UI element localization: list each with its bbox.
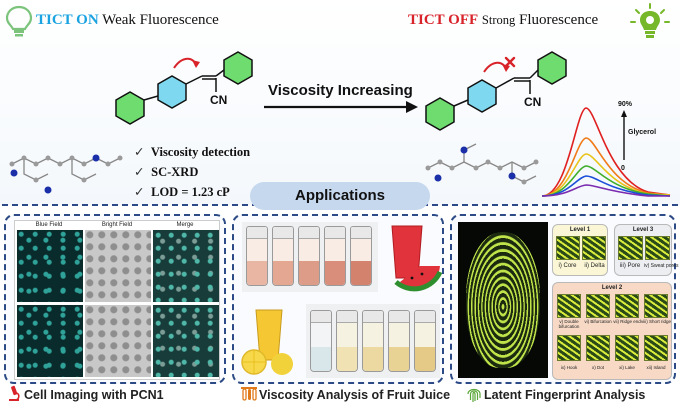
level3-box: Level 3 iii) Pore iv) Sweat pores [614,224,679,276]
bulb-on-icon [630,3,670,38]
bulb-off-icon [5,5,33,37]
vial [350,226,372,286]
col-header: Merge [176,222,194,228]
l1-item: i) Core [558,263,577,269]
cn-label-right: CN [524,95,541,109]
vial [310,310,332,372]
vial [246,226,268,286]
top-section [0,0,680,205]
l1-item: ii) Delta [584,263,605,269]
test-tubes-icon [241,387,257,401]
feature-item: ✓ SC-XRD [134,162,250,182]
feature-list: ✓ Viscosity detection ✓ SC-XRD ✓ LOD = 1… [134,142,250,202]
tict-on-state: TICT ON [36,12,99,28]
feature-item: ✓ Viscosity detection [134,142,250,162]
cell-imaging-grid: Blue Field Bright Field Merge [14,220,220,380]
vial [324,226,346,286]
cn-label-left: CN [210,93,227,107]
bright-field-image [85,305,151,377]
fingerprint-panel: Level 1 i) Core ii) Delta Level 3 iii) P… [450,214,679,384]
juice-caption: Viscosity Analysis of Fruit Juice [259,388,451,402]
juice-vials-bottom [306,304,440,378]
pcn1-molecule-off: CN [425,51,567,131]
l2-item: xii) Island [646,365,666,370]
l3-item: iii) Pore [619,263,641,269]
col-header: Bright Field [101,222,133,228]
ridge-sample [557,335,581,361]
blue-field-image [17,230,83,302]
l2-item: v) Double bifurcation [558,319,580,329]
juice-vials-top [242,222,378,292]
blue-field-image [17,305,83,377]
spectrum-series-label: Glycerol [628,129,656,136]
check-icon: ✓ [134,165,145,179]
level1-title: Level 1 [569,227,591,233]
feature-item: ✓ LOD = 1.23 cP [134,182,250,202]
cell-imaging-caption: Cell Imaging with PCN1 [24,388,164,402]
fingerprint-icon [467,388,481,402]
vial [362,310,384,372]
l2-item: vi) Bifurcation [584,319,612,324]
microscope-icon [9,385,20,401]
ridge-sample [644,335,668,361]
spectrum-bottom-label: 0 [621,165,625,172]
ridge-sample [586,294,610,318]
l3-item: iv) Sweat pores [644,263,679,269]
ridge-sample [615,335,639,361]
ridge-sample [586,335,610,361]
spectrum-top-label: 90% [618,101,633,108]
ridge-sample [645,236,670,260]
vial [336,310,358,372]
emission-spectrum: 90% Glycerol 0 [541,101,671,197]
ridge-sample [615,294,639,318]
crystal-structure-right [425,143,539,185]
l2-item: xi) Lake [619,365,635,370]
vial [414,310,436,372]
vial [388,310,410,372]
tict-off-desc: Fluorescence [519,12,599,28]
juice-panel [232,214,444,384]
lemon-juice-icon [241,309,293,375]
reaction-arrow [264,101,418,113]
fingerprint-photo [458,222,548,378]
watermelon-juice-icon [391,225,442,292]
check-icon: ✓ [134,145,145,159]
bright-field-image [85,230,151,302]
ridge-sample [556,236,580,260]
vial [298,226,320,286]
col-header: Blue Field [35,222,63,228]
level3-title: Level 3 [632,227,654,233]
l2-item: ix) Hook [560,365,578,370]
tict-on-desc: Weak Fluorescence [102,12,219,28]
l2-item: x) Dot [591,365,604,370]
ridge-sample [582,236,606,260]
l2-item: vii) Ridge end [613,319,641,324]
ridge-sample [557,294,581,318]
pcn1-molecule-on: CN [115,51,253,125]
level2-title: Level 2 [601,285,623,291]
crystal-structure-left [9,154,123,194]
arrow-label: Viscosity Increasing [268,82,413,99]
fingerprint-image [466,232,540,368]
level1-box: Level 1 i) Core ii) Delta [552,224,608,276]
tict-off-state: TICT OFF [408,12,479,28]
merge-image [153,230,219,302]
ridge-sample [618,236,643,260]
merge-image [153,305,219,377]
vial [272,226,294,286]
l2-item: viii) Short ridge [641,319,672,324]
tict-off-small: Strong [481,13,516,27]
tict-on-heading: TICT ON Weak Fluorescence [36,12,219,29]
cell-imaging-panel: Blue Field Bright Field Merge [4,214,226,384]
check-icon: ✓ [134,185,145,199]
ridge-sample [644,294,668,318]
tict-off-heading: TICT OFF Strong Fluorescence [408,12,598,29]
level2-box: Level 2 v) Double bifurcation vi) Bifurc… [552,282,672,380]
applications-title: Applications [250,182,430,210]
fingerprint-caption: Latent Fingerprint Analysis [484,388,646,402]
